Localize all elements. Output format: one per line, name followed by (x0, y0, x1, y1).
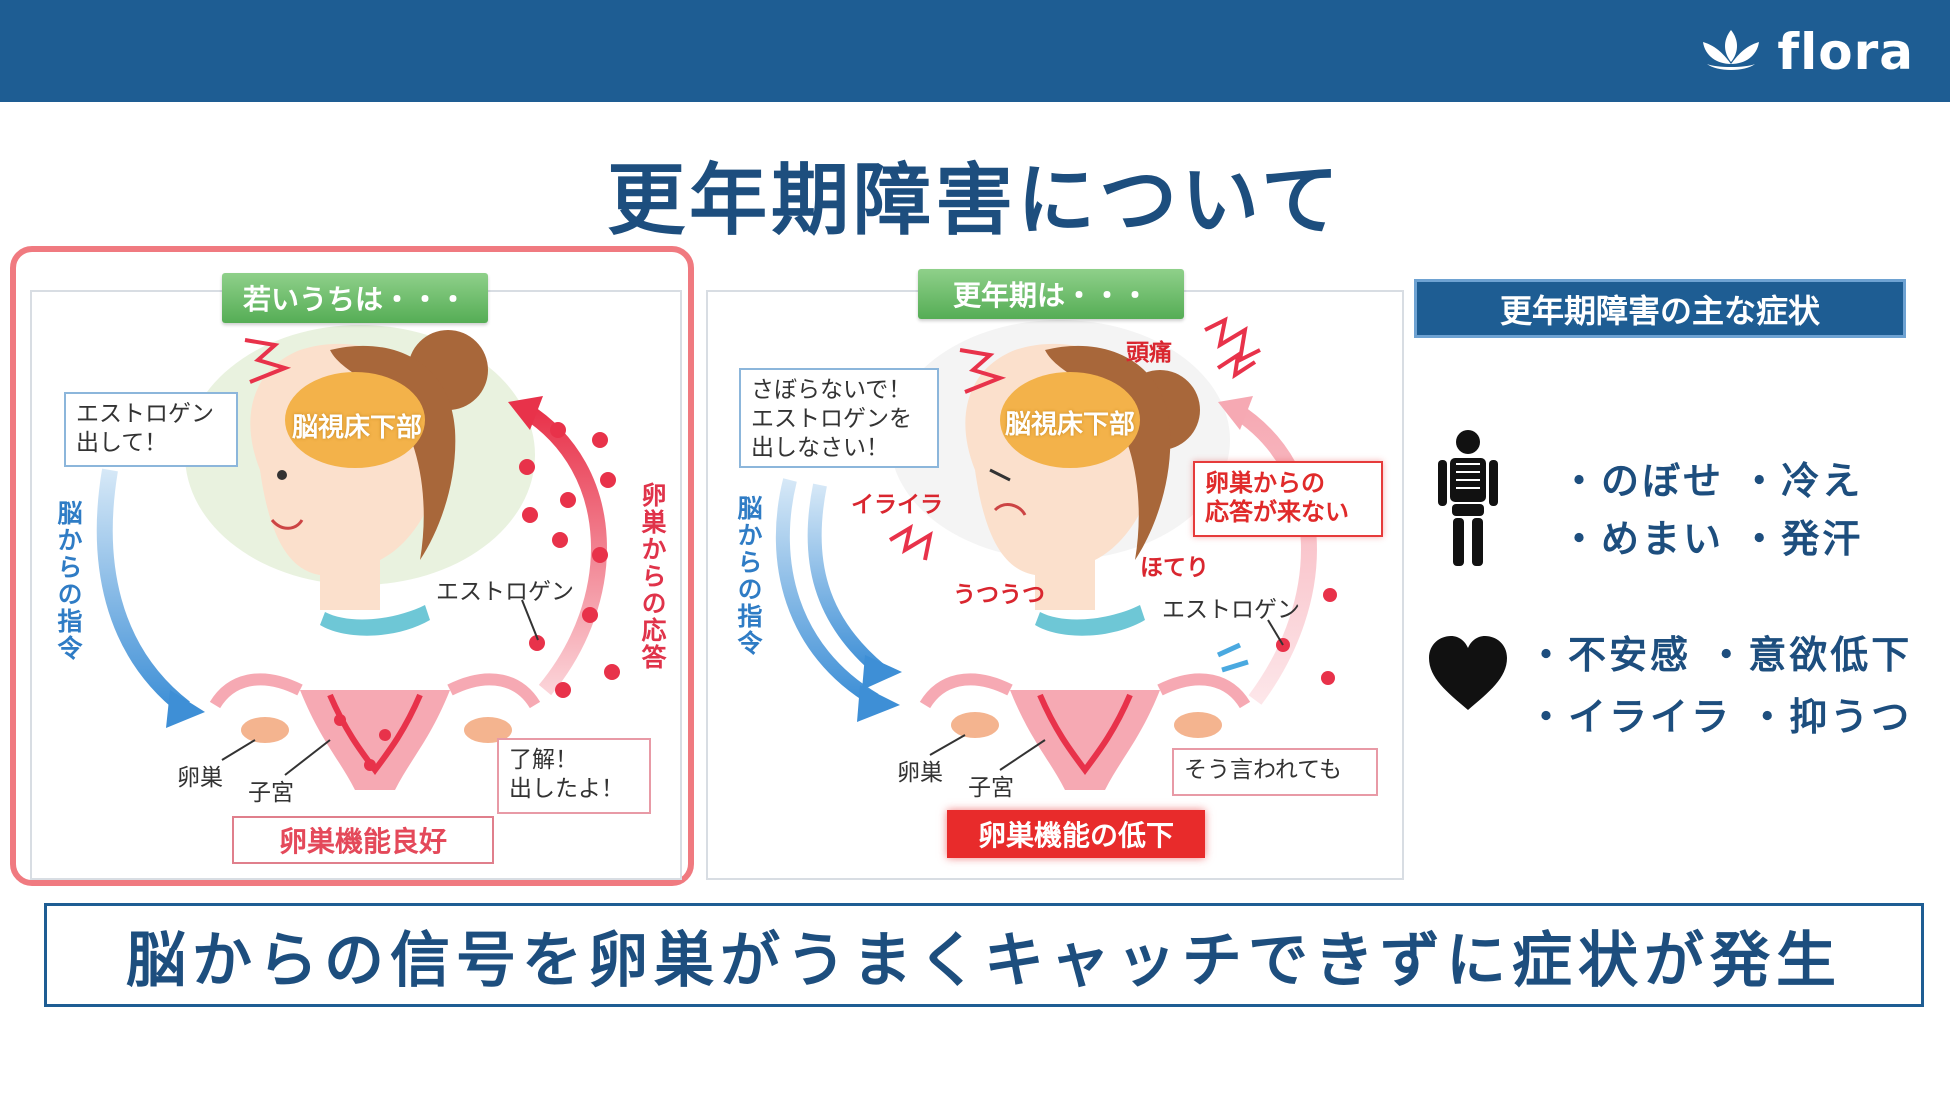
depression-label: うつうつ (953, 575, 1045, 609)
hot-flash-label: ほてり (1140, 548, 1209, 582)
heart-icon (1427, 634, 1509, 716)
symptoms-header: 更年期障害の主な症状 (1414, 279, 1906, 338)
young-brain-label: 脳視床下部 (292, 407, 422, 444)
physical-symptoms-line2: ・めまい ・発汗 (1560, 508, 1863, 563)
menopause-uterus-label: 子宮 (968, 768, 1014, 802)
young-estrogen-label: エストロゲン (436, 572, 574, 606)
menopause-estrogen-label: エストロゲン (1162, 590, 1300, 624)
young-brain-speech: エストロゲン 出して！ (64, 392, 238, 467)
young-signal-label: 脳からの指令 (50, 500, 86, 662)
conclusion-box: 脳からの信号を卵巣がうまくキャッチできずに症状が発生 (44, 903, 1924, 1007)
young-tag: 若いうちは・・・ (222, 273, 488, 323)
young-ovary-label: 卵巣 (177, 758, 223, 792)
young-ovary-speech: 了解！ 出したよ！ (497, 738, 651, 814)
no-response-callout: 卵巣からの 応答が来ない (1193, 461, 1383, 537)
menopause-brain-label: 脳視床下部 (1005, 404, 1135, 441)
young-uterus-label: 子宮 (248, 773, 294, 807)
young-status-badge: 卵巣機能良好 (232, 816, 494, 864)
irritation-label: イライラ (851, 485, 943, 519)
mental-symptoms-line2: ・イライラ ・抑うつ (1527, 686, 1912, 741)
menopause-brain-speech: さぼらないで！ エストロゲンを 出しなさい！ (739, 368, 939, 468)
menopause-ovary-label: 卵巣 (897, 753, 943, 787)
conclusion-text: 脳からの信号を卵巣がうまくキャッチできずに症状が発生 (126, 912, 1842, 999)
skeleton-icon (1430, 428, 1506, 574)
physical-symptoms-line1: ・のぼせ ・冷え (1560, 450, 1863, 505)
menopause-tag: 更年期は・・・ (918, 269, 1184, 319)
headache-label: 頭痛 (1126, 333, 1172, 367)
menopause-ovary-speech: そう言われても (1172, 748, 1378, 796)
young-response-label: 卵巣からの応答 (634, 482, 670, 671)
mental-symptoms-line1: ・不安感 ・意欲低下 (1527, 624, 1912, 679)
menopause-status-badge: 卵巣機能の低下 (947, 810, 1205, 858)
menopause-signal-label: 脳からの指令 (730, 495, 766, 657)
